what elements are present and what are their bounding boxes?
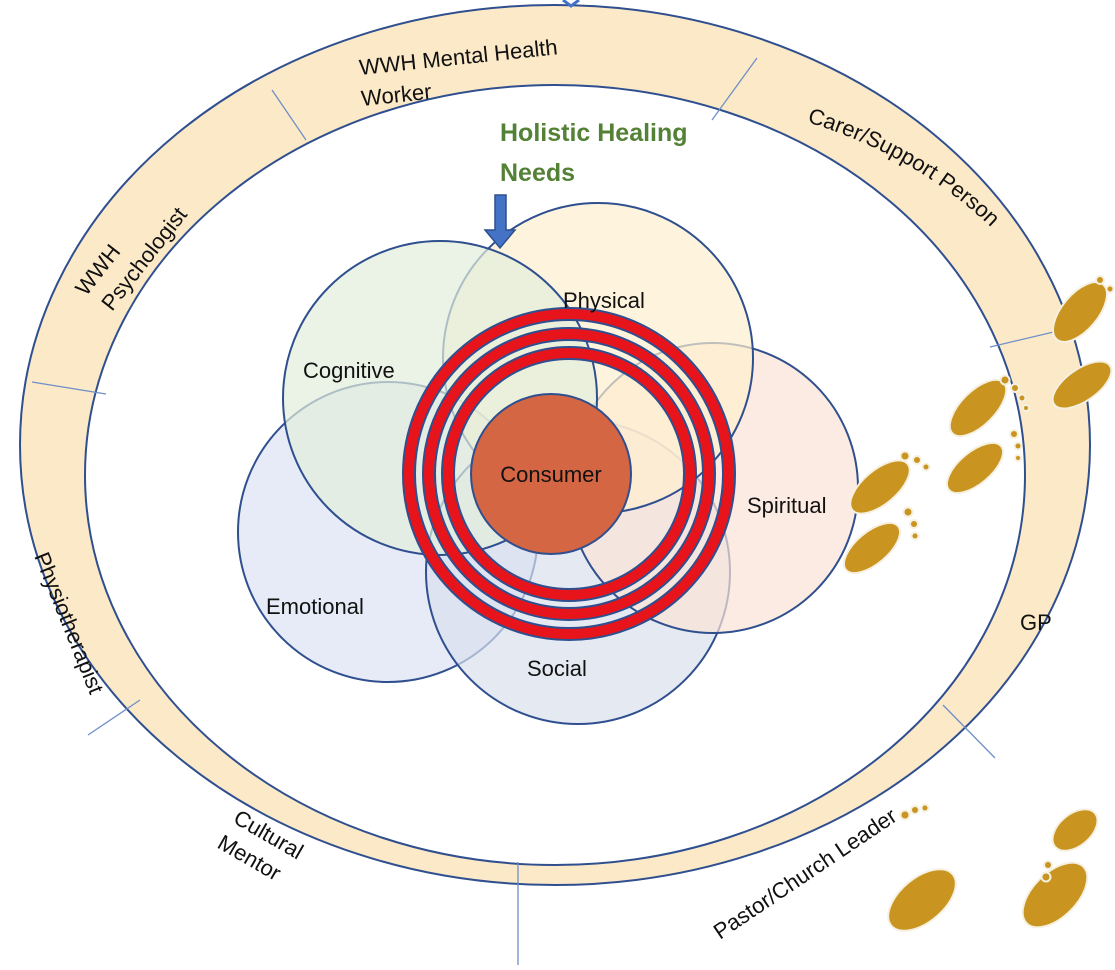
need-label-spiritual: Spiritual (747, 493, 826, 518)
footprint-icon (945, 429, 1023, 495)
down-arrow-icon (483, 194, 517, 250)
footprint-icon (842, 506, 920, 575)
footprint-icon (1051, 808, 1099, 852)
consumer-label: Consumer (500, 462, 601, 487)
need-label-physical: Physical (563, 288, 645, 313)
needs-labels: Cognitive Physical Spiritual Social Emot… (266, 288, 826, 681)
target-rings (402, 307, 736, 641)
consumer-circle (470, 393, 632, 555)
footprint-icon (948, 374, 1030, 438)
need-label-emotional: Emotional (266, 594, 364, 619)
footprint-icon (1051, 360, 1113, 410)
needs-title-line1: Holistic Healing (500, 119, 688, 147)
ring-dividers (31, 57, 1063, 965)
role-gp: GP (1020, 610, 1052, 635)
footprint-icon (1052, 275, 1115, 343)
needs-title-line2: Needs (500, 159, 575, 187)
need-label-cognitive: Cognitive (303, 358, 395, 383)
footprint-icon (887, 803, 957, 932)
need-label-social: Social (527, 656, 587, 681)
footprint-icon (1021, 860, 1089, 929)
footprint-icon (849, 450, 931, 515)
footprints (842, 275, 1115, 932)
top-arrow-stub (562, 0, 580, 8)
